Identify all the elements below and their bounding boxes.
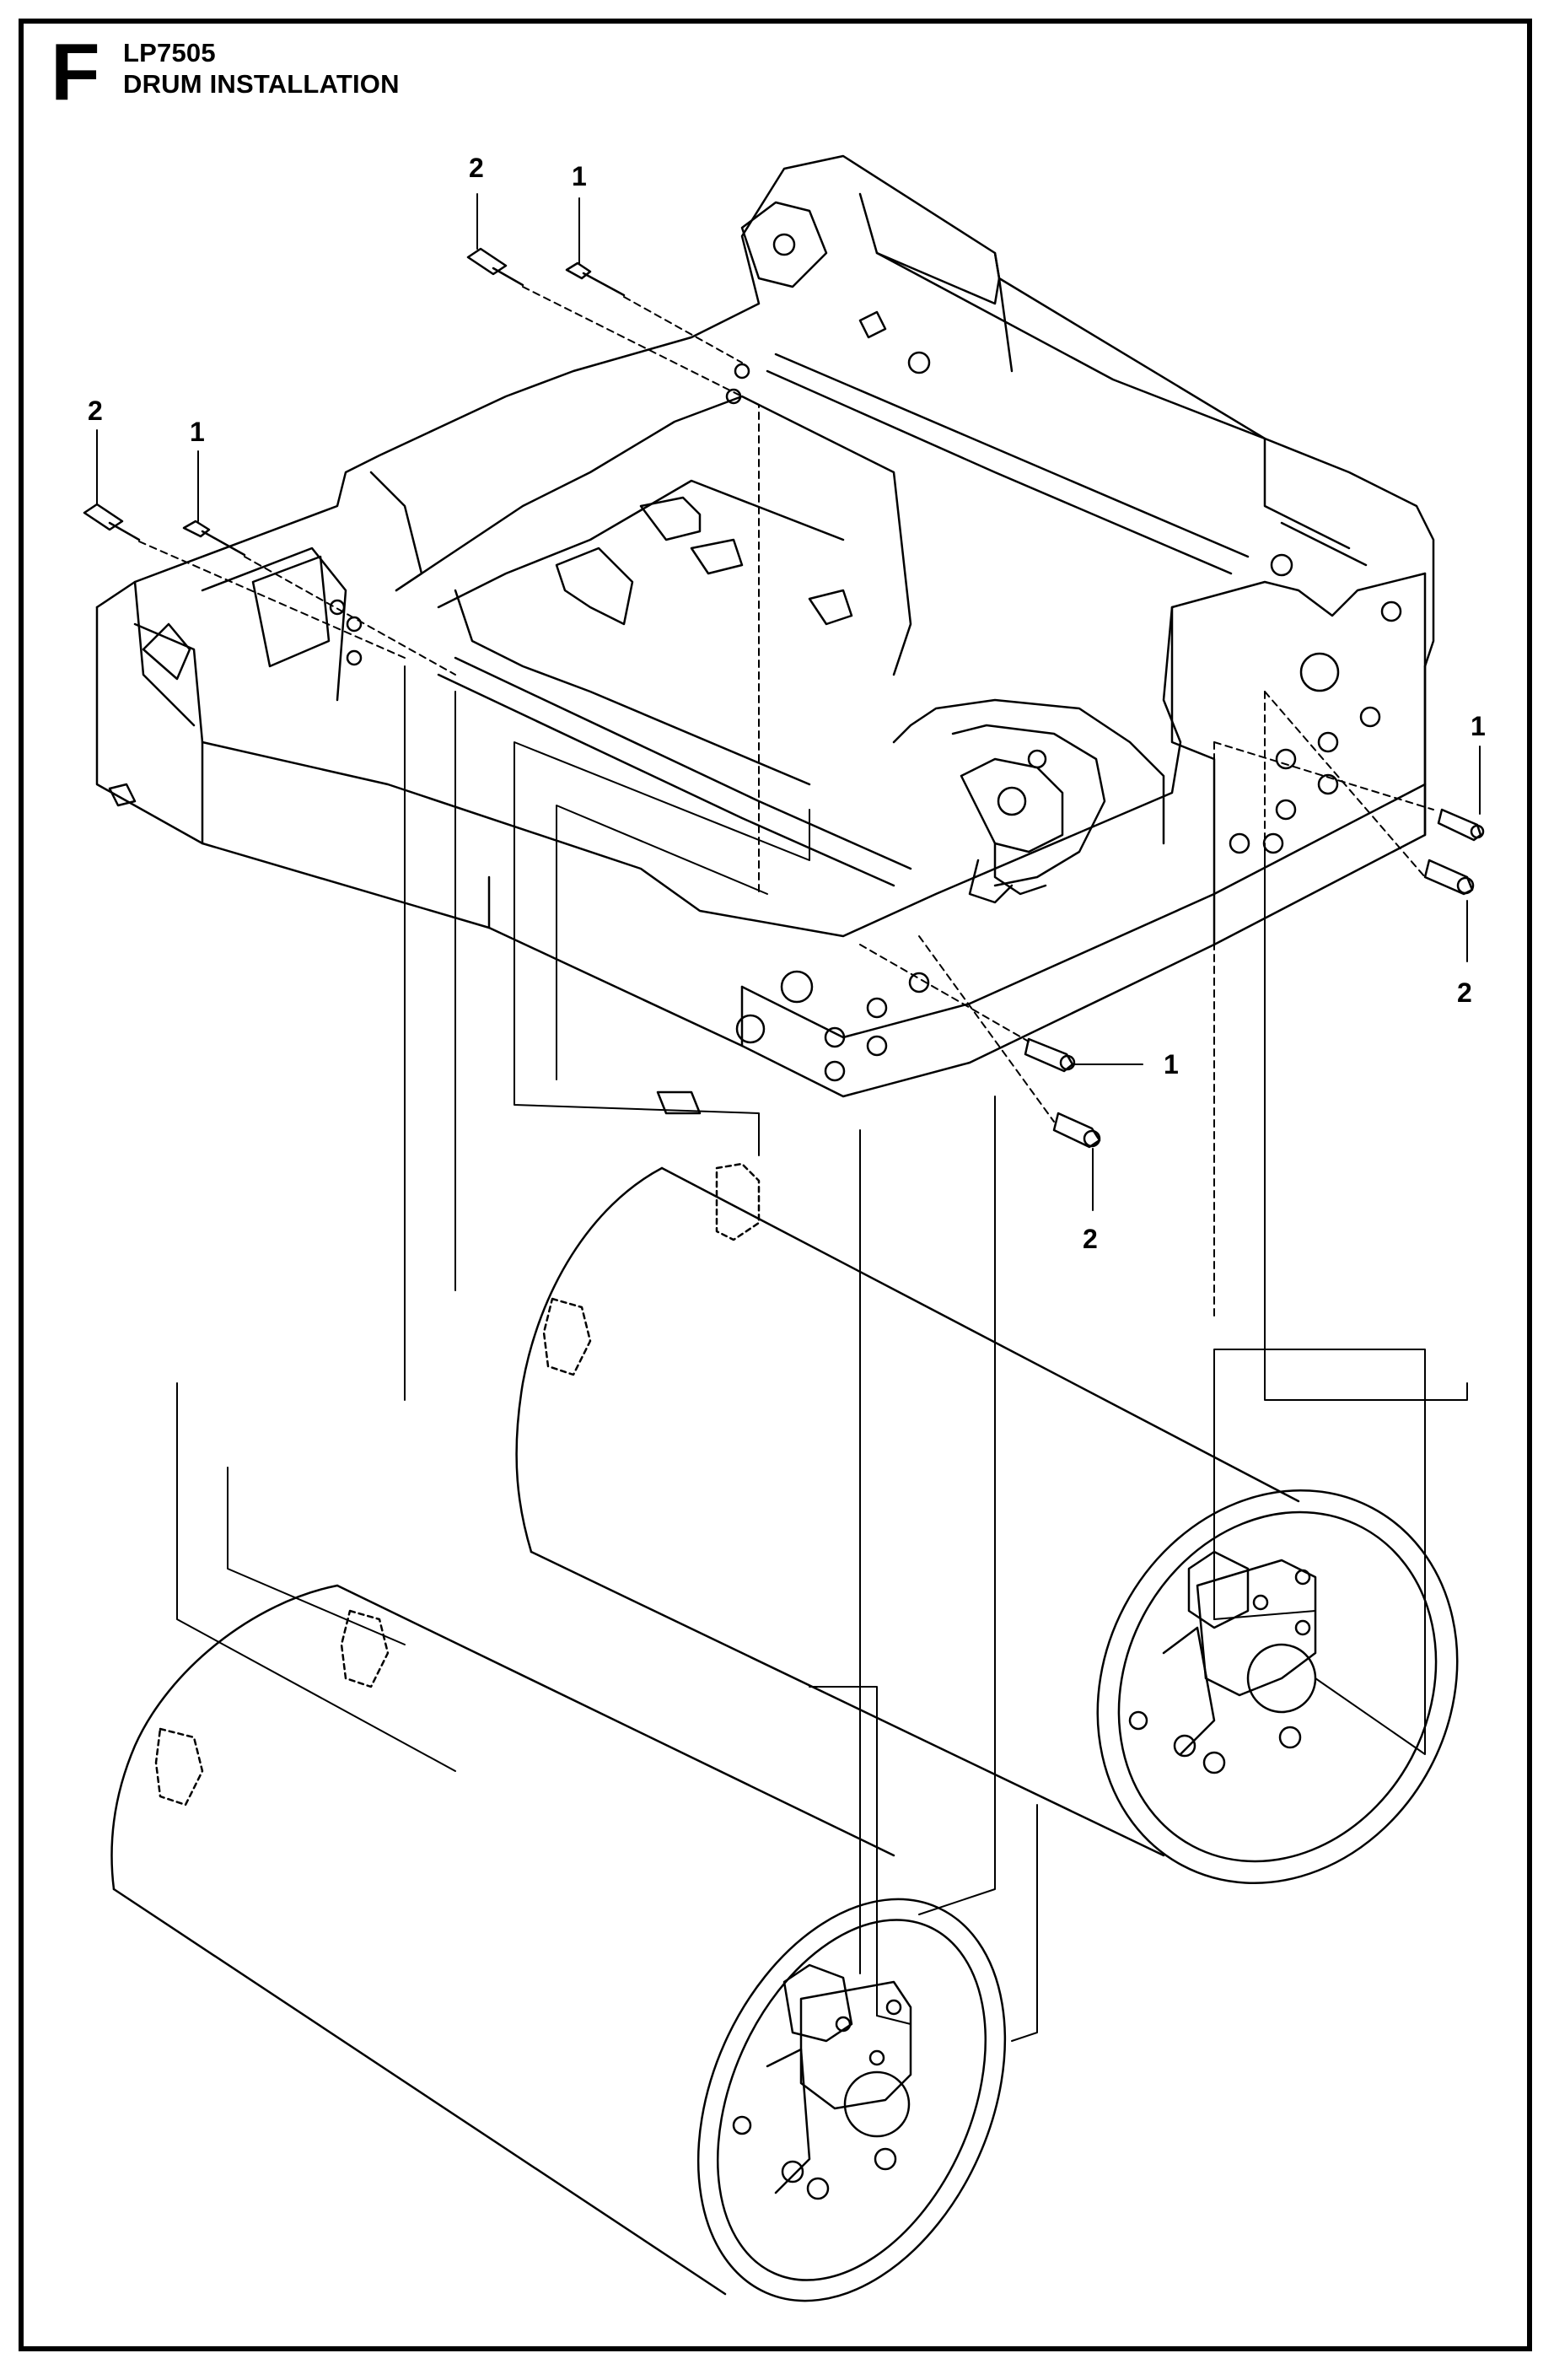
callout-label: 2 bbox=[469, 153, 484, 183]
callout-label: 1 bbox=[572, 161, 587, 191]
callout-leaders bbox=[96, 193, 1481, 1211]
title-block: LP7505 DRUM INSTALLATION bbox=[123, 37, 400, 100]
diagram-title: DRUM INSTALLATION bbox=[123, 69, 400, 99]
callout-label: 2 bbox=[1457, 977, 1472, 1008]
page-border bbox=[19, 19, 1532, 2351]
callout-labels: 2 1 2 1 1 2 1 2 bbox=[88, 153, 1486, 1254]
section-letter: F bbox=[51, 27, 100, 117]
rear-drum bbox=[515, 1162, 1459, 1884]
front-drum bbox=[110, 1584, 1007, 2302]
machine-frame bbox=[95, 154, 1435, 1115]
callout-label: 1 bbox=[190, 417, 205, 447]
assembly-leader-lines bbox=[138, 286, 1468, 2042]
callout-label: 1 bbox=[1164, 1049, 1179, 1080]
callout-label: 2 bbox=[1083, 1224, 1098, 1254]
callout-label: 2 bbox=[88, 396, 103, 426]
callout-label: 1 bbox=[1471, 711, 1486, 741]
bolts bbox=[83, 247, 1485, 1149]
model-number: LP7505 bbox=[123, 38, 216, 67]
